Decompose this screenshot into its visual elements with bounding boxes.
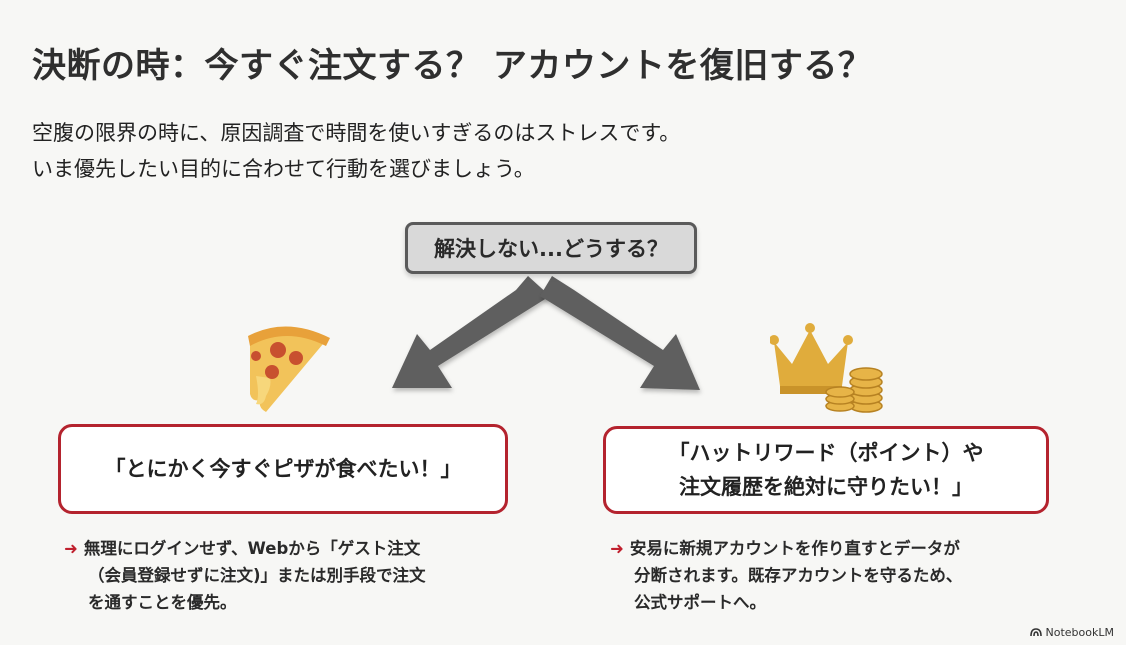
option-protect-account-line-1: 「ハットリワード（ポイント）や <box>668 441 984 465</box>
brand-name: NotebookLM <box>1045 626 1114 639</box>
left-note-line-1: 無理にログインせず、Webから「ゲスト注文 <box>83 539 421 558</box>
left-note-line-2: （会員登録せずに注文)」または別手段で注文 <box>88 566 426 585</box>
right-note-line-1: 安易に新規アカウントを作り直すとデータが <box>629 539 960 558</box>
subtitle-line-1: 空腹の限界の時に、原因調査で時間を使いすぎるのはストレスです。 <box>32 121 681 145</box>
crown-coins-icon <box>770 323 883 413</box>
left-note-line-3: を通すことを優先。 <box>88 593 237 612</box>
right-note-line-2: 分断されます。既存アカウントを守るため、 <box>634 566 963 585</box>
option-protect-account-line-2: 注文履歴を絶対に守りたい！」 <box>679 475 973 499</box>
option-eat-now-label: 「とにかく今すぐピザが食べたい！」 <box>104 457 462 481</box>
right-arrow-icon: ➜ <box>64 539 78 558</box>
subtitle-line-2: いま優先したい目的に合わせて行動を選びましょう。 <box>32 157 535 181</box>
notebooklm-logo-icon <box>1029 628 1042 637</box>
question-box: 解決しない...どうする？ <box>405 222 697 274</box>
right-note: ➜ 安易に新規アカウントを作り直すとデータが 分断されます。既存アカウントを守るた… <box>610 535 1080 616</box>
option-protect-account-box: 「ハットリワード（ポイント）や 注文履歴を絶対に守りたい！」 <box>603 426 1049 514</box>
right-branch-arrow <box>540 276 700 390</box>
slide-title: 決断の時：今すぐ注文する？ アカウントを復旧する？ <box>32 46 873 86</box>
slide-subtitle: 空腹の限界の時に、原因調査で時間を使いすぎるのはストレスです。 いま優先したい目… <box>32 115 680 187</box>
left-note: ➜ 無理にログインせず、Webから「ゲスト注文 （会員登録せずに注文)」または別手… <box>64 535 524 616</box>
right-arrow-icon: ➜ <box>610 539 624 558</box>
option-eat-now-box: 「とにかく今すぐピザが食べたい！」 <box>58 424 508 514</box>
pizza-icon <box>248 326 330 412</box>
left-branch-arrow <box>392 276 550 388</box>
brand-mark: NotebookLM <box>1029 626 1114 639</box>
right-note-line-3: 公式サポートへ。 <box>634 593 766 612</box>
